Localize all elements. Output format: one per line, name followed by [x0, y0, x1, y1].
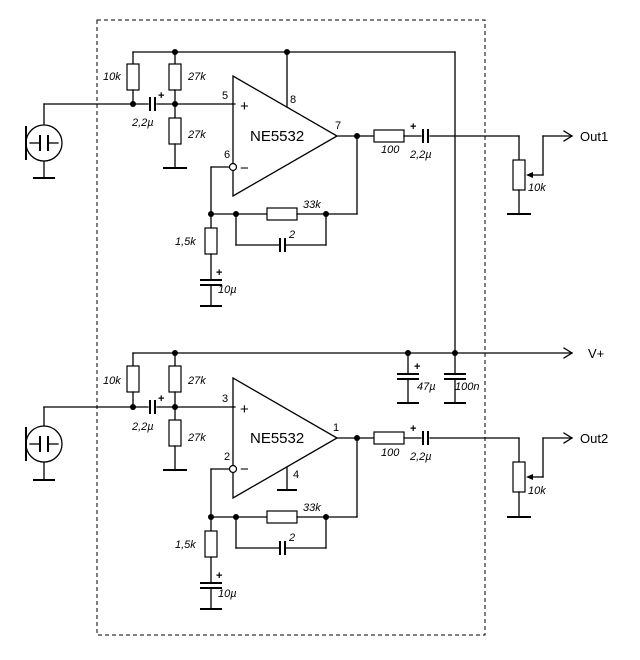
resistor-27k-bot-ch2: [168, 419, 182, 447]
resistor-1k5-ch2: [204, 530, 218, 558]
label-r-out-2: 100: [381, 447, 400, 459]
label-r-gnd: 1,5k: [175, 236, 196, 248]
resistor-27k-bot-ch1: [168, 117, 182, 145]
label-c-out: 2,2µ: [409, 149, 432, 161]
label-c-gnd-2: 10µ: [218, 588, 237, 600]
channel-1: 10k 27k 27k + 2,2µ: [25, 49, 608, 307]
label-r-bias-top: 27k: [187, 71, 206, 83]
supply: V+ + 47µ 100n: [132, 51, 604, 404]
resistor-100-ch2: [373, 431, 405, 445]
label-pot: 10k: [528, 182, 546, 194]
resistor-10k-ch1: [126, 63, 140, 91]
label-r-bias-top-2: 27k: [187, 375, 206, 387]
opamp-minus-ch2: −: [240, 461, 249, 478]
label-c-fb: 2: [288, 229, 295, 241]
label-r-bias-bot: 27k: [187, 129, 206, 141]
output-label-out1: Out1: [580, 129, 608, 144]
pin-8: 8: [290, 94, 296, 106]
ic-label-u2: NE5532: [250, 430, 304, 447]
pin-4: 4: [293, 469, 299, 481]
label-c-fb-2: 2: [288, 532, 295, 544]
label-c-dec: 100n: [455, 381, 479, 393]
label-r-fb-2: 33k: [303, 502, 321, 514]
resistor-27k-top-ch2: [168, 365, 182, 393]
cap-out-plus: +: [410, 121, 416, 133]
opamp-plus-ch1: +: [240, 98, 249, 115]
potentiometer-10k-ch1: [512, 159, 526, 191]
pin-5: 5: [222, 90, 228, 102]
pin-7: 7: [335, 120, 341, 132]
label-cap-in-2: 2,2µ: [131, 421, 154, 433]
resistor-1k5-ch1: [204, 227, 218, 255]
label-pot-2: 10k: [528, 485, 546, 497]
pin-1: 1: [333, 422, 339, 434]
pin-2: 2: [224, 451, 230, 463]
label-c-gnd: 10µ: [218, 284, 237, 296]
cap-plus-mark-2: +: [158, 393, 164, 405]
vplus-label: V+: [588, 346, 604, 361]
label-r-fb: 33k: [303, 199, 321, 211]
label-r-bias-bot-2: 27k: [187, 432, 206, 444]
dashed-enclosure: [96, 19, 486, 636]
label-r-gnd-2: 1,5k: [175, 539, 196, 551]
label-c-out-2: 2,2µ: [409, 451, 432, 463]
potentiometer-10k-ch2: [512, 461, 526, 493]
input-jack-ch2: [25, 425, 63, 481]
label-c-bulk: 47µ: [417, 381, 436, 393]
cap-bulk-plus: +: [414, 361, 420, 373]
opamp-u1: [232, 74, 339, 198]
channel-2: 10k 27k 27k + 2,2µ NE5532 + − 3: [25, 352, 608, 610]
resistor-10k-ch2: [126, 365, 140, 393]
output-label-out2: Out2: [580, 431, 608, 446]
opamp-u2: [232, 376, 339, 500]
input-jack-ch1: [25, 124, 63, 179]
cap-gnd-plus-2: +: [216, 570, 222, 582]
label-r-top: 10k: [103, 71, 121, 83]
cap-gnd-plus: +: [216, 267, 222, 279]
resistor-33k-ch1: [266, 207, 298, 221]
cap-out-plus-2: +: [410, 423, 416, 435]
label-r-out: 100: [381, 144, 400, 156]
resistor-27k-top-ch1: [168, 63, 182, 91]
resistor-100-ch1: [373, 129, 405, 143]
pin-3: 3: [222, 393, 228, 405]
pin-6: 6: [224, 149, 230, 161]
cap-plus-mark: +: [158, 90, 164, 102]
resistor-33k-ch2: [266, 510, 298, 524]
label-r-top-2: 10k: [103, 375, 121, 387]
opamp-plus-ch2: +: [240, 401, 249, 418]
label-cap-in: 2,2µ: [131, 117, 154, 129]
opamp-minus-ch1: −: [240, 160, 249, 177]
ic-label-u1: NE5532: [250, 128, 304, 145]
